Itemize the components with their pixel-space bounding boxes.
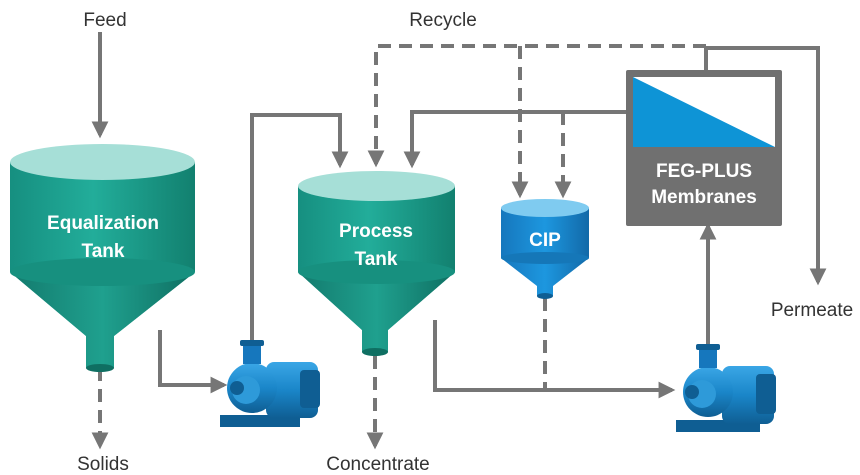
membrane-return-pipe bbox=[403, 110, 628, 169]
pump-to-process-tank-pipe bbox=[250, 113, 349, 345]
feg-plus-membranes: FEG-PLUS Membranes bbox=[626, 70, 782, 226]
permeate-label: Permeate bbox=[771, 300, 853, 321]
process-tank-top bbox=[298, 171, 455, 201]
solids-label: Solids bbox=[77, 454, 129, 475]
equalization-tank-label-line1: Equalization bbox=[47, 213, 159, 234]
membranes-label-line2: Membranes bbox=[651, 187, 757, 208]
recycle-header-pipe bbox=[367, 44, 706, 168]
feed-label: Feed bbox=[83, 10, 126, 31]
left-pump bbox=[220, 340, 320, 427]
equalization-tank-top bbox=[10, 144, 195, 180]
process-tank-to-pump-pipe bbox=[433, 320, 676, 399]
process-tank-label-line2: Tank bbox=[355, 249, 398, 270]
membranes-label-line1: FEG-PLUS bbox=[656, 161, 752, 182]
dashed-pipes bbox=[91, 44, 706, 450]
membrane-icon bbox=[633, 77, 775, 147]
cip-tank: CIP bbox=[501, 199, 589, 299]
cip-tank-top bbox=[501, 199, 589, 217]
recycle-label: Recycle bbox=[409, 10, 477, 31]
permeate-pipe bbox=[704, 46, 827, 286]
concentrate-label: Concentrate bbox=[326, 454, 430, 475]
eq-tank-to-pump-pipe bbox=[158, 330, 228, 394]
equalization-tank-label-line2: Tank bbox=[82, 241, 125, 262]
process-tank-label-line1: Process bbox=[339, 221, 413, 242]
equalization-tank: Equalization Tank bbox=[10, 144, 195, 372]
cip-tank-label: CIP bbox=[529, 230, 561, 251]
solid-pipes bbox=[91, 32, 827, 399]
right-pump bbox=[676, 344, 776, 432]
process-tank: Process Tank bbox=[298, 171, 455, 356]
